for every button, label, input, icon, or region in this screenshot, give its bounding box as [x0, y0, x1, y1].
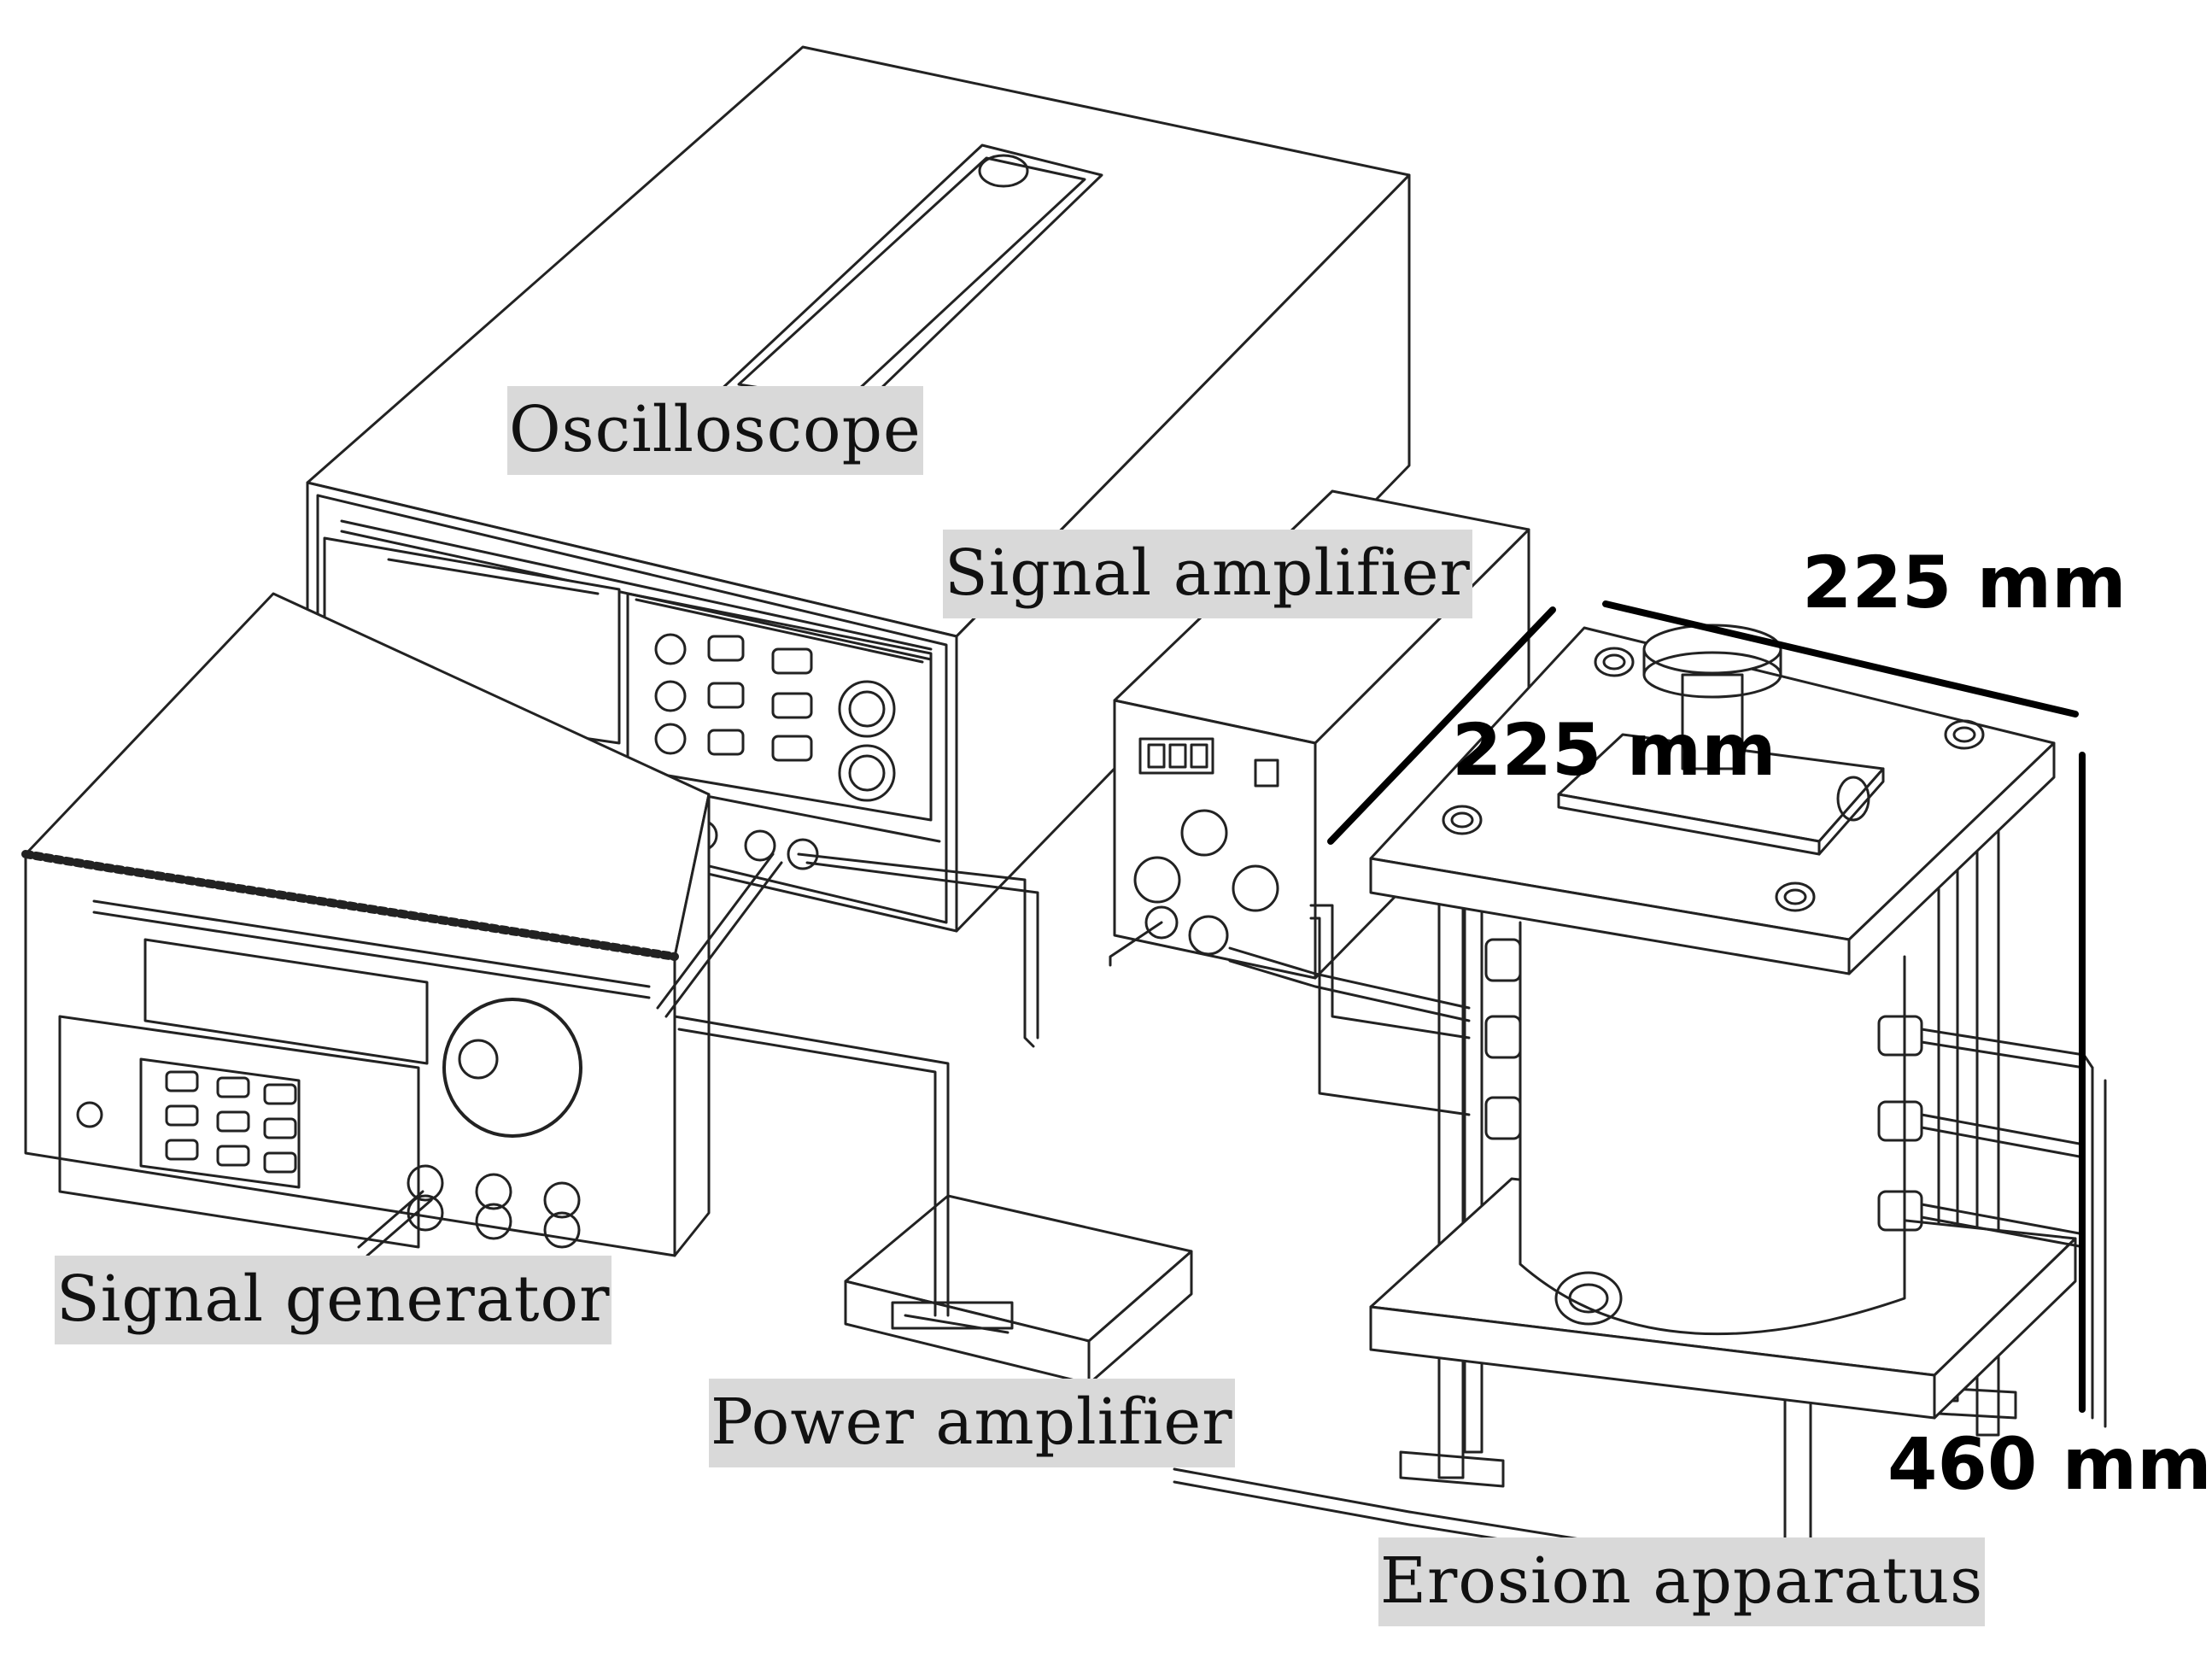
dimension-width-top: 225 mm — [1802, 541, 2127, 624]
label-power-amplifier: Power amplifier — [709, 1379, 1235, 1467]
power-amplifier-unit — [844, 1194, 1193, 1385]
label-signal-generator: Signal generator — [55, 1256, 612, 1344]
signal-generator-connectors — [407, 1164, 581, 1249]
label-erosion-apparatus: Erosion apparatus — [1378, 1537, 1986, 1626]
dimension-height: 460 mm — [1887, 1422, 2212, 1506]
plate-bolts — [1442, 647, 1985, 912]
oscilloscope-knobs — [654, 633, 896, 802]
erosion-apparatus-unit — [1369, 624, 2077, 1548]
dimension-lines — [1327, 600, 2086, 1413]
label-signal-amplifier: Signal amplifier — [943, 530, 1472, 618]
signal-generator-unit — [21, 592, 711, 1257]
signal-generator-keys — [165, 1070, 297, 1174]
dimension-depth: 225 mm — [1452, 708, 1776, 792]
label-oscilloscope: Oscilloscope — [507, 386, 923, 475]
